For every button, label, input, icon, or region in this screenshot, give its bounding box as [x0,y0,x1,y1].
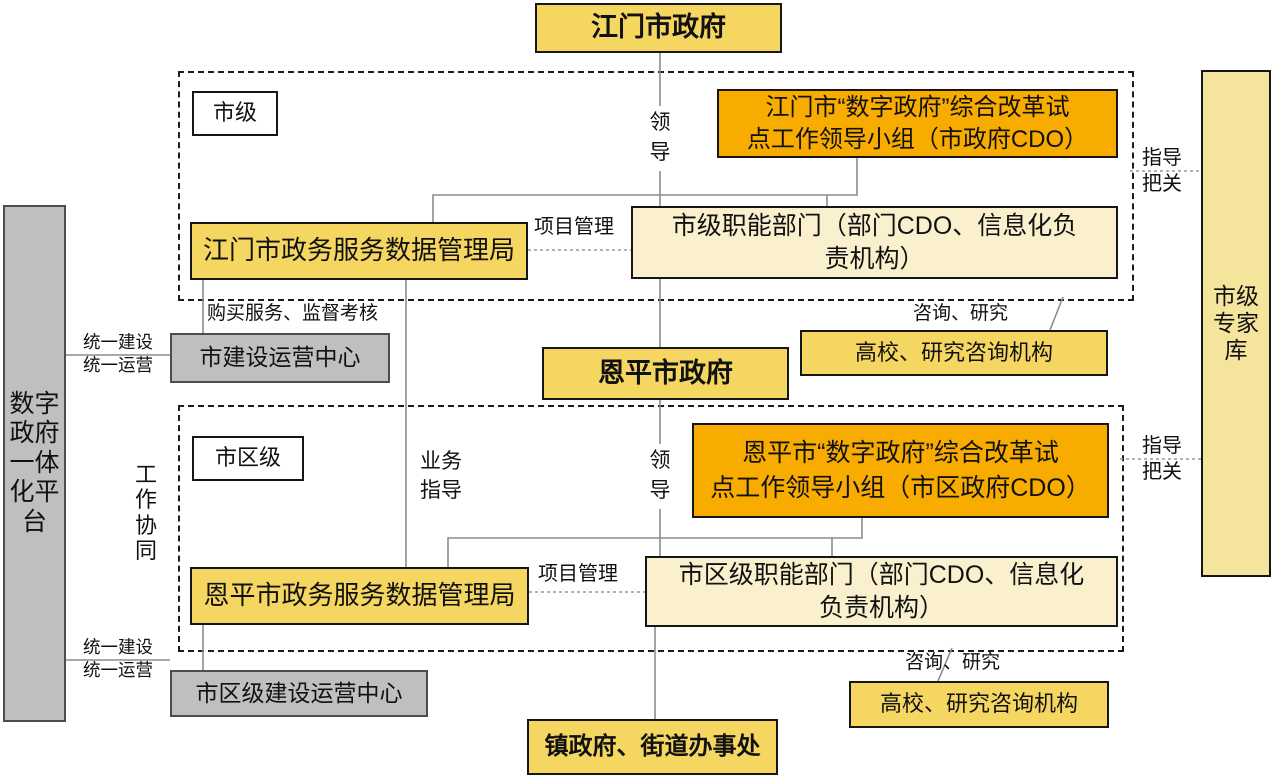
node-city-ops-center: 市建设运营中心 [170,333,390,383]
node-city-data-bureau: 江门市政务服务数据管理局 [190,222,528,280]
label-consult-district: 咨询、研究 [905,652,1001,673]
node-district-ops-center: 市区级建设运营中心 [170,670,428,717]
label-lead-district: 领导 [644,444,676,509]
region-district-tag: 市区级 [192,436,304,481]
label-project-mgmt-city: 项目管理 [534,216,614,238]
node-university-city: 高校、研究咨询机构 [800,330,1108,376]
node-town-gov: 镇政府、街道办事处 [527,719,778,775]
node-jiangmen-city-gov: 江门市政府 [535,3,782,53]
node-district-leader-group: 恩平市“数字政府”综合改革试 点工作领导小组（市区政府CDO） [692,423,1109,518]
node-university-district: 高校、研究咨询机构 [849,681,1109,728]
region-city-level [178,71,1134,301]
label-consult-city: 咨询、研究 [913,303,1009,324]
label-purchase-supervise: 购买服务、监督考核 [207,303,379,324]
node-expert-pool: 市级专家库 [1201,70,1271,577]
region-district-level [178,405,1124,652]
node-platform: 数字政府一体化平台 [3,205,66,722]
label-work-coord: 工作协同 [134,462,157,563]
label-lead-city: 领导 [644,106,676,171]
label-unified-city: 统一建设 统一运营 [83,332,153,375]
label-biz-guide: 业务 指导 [420,450,462,503]
consult-line-city [1049,296,1064,331]
node-district-data-bureau: 恩平市政务服务数据管理局 [190,567,529,625]
node-city-functional-depts: 市级职能部门（部门CDO、信息化负 责机构） [631,206,1118,279]
label-guide-check-district: 指导 把关 [1142,435,1182,483]
node-enping-city-gov: 恩平市政府 [542,347,789,400]
node-district-functional-depts: 市区级职能部门（部门CDO、信息化 负责机构） [645,556,1118,627]
node-city-leader-group: 江门市“数字政府”综合改革试 点工作领导小组（市政府CDO） [717,89,1118,158]
region-city-tag: 市级 [192,91,278,136]
label-unified-district: 统一建设 统一运营 [83,637,153,680]
label-project-mgmt-district: 项目管理 [538,563,618,585]
label-guide-check-city: 指导 把关 [1142,147,1182,195]
